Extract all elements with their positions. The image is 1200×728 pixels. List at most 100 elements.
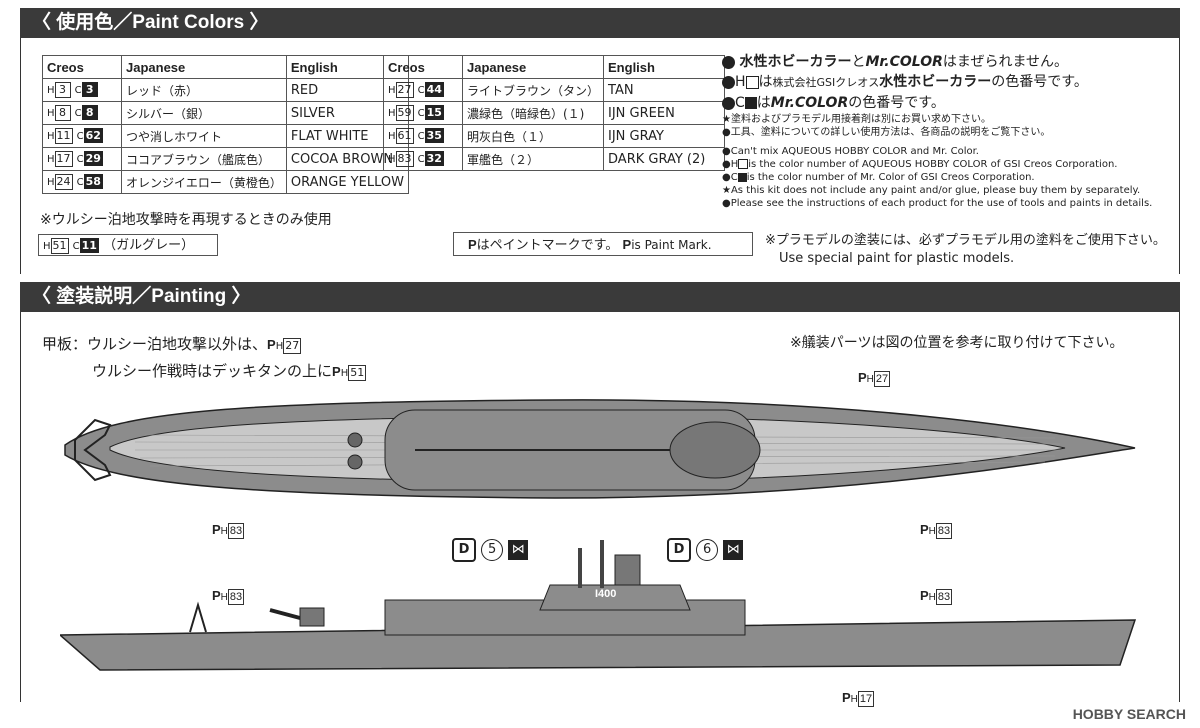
japanese-name: ライトブラウン（タン） [461, 78, 605, 102]
col-creos: Creos [383, 55, 463, 79]
english-name: IJN GREEN [603, 101, 726, 125]
english-name: TAN [603, 78, 726, 102]
periscope [600, 540, 604, 588]
submarine-side-view: I400 [60, 540, 1137, 671]
aa-gun-mount [347, 432, 363, 448]
col-japanese: Japanese [121, 55, 287, 79]
col-creos: Creos [42, 55, 122, 79]
watermark: HOBBY SEARCH [1072, 706, 1186, 722]
paint-mark-box: Pはペイントマークです。 Pis Paint Mark. [453, 232, 753, 256]
note-buy-separately-jp: ★塗料およびプラモデル用接着剤は別にお買い求め下さい。 [722, 114, 991, 125]
paint-mark-icon: P [332, 364, 341, 379]
snorkel [614, 554, 641, 586]
bullet-circle-icon [722, 75, 735, 89]
note-tools-en: ●Please see the instructions of each pro… [722, 198, 1153, 209]
english-name: IJN GRAY [603, 124, 726, 148]
filled-box-icon [737, 172, 747, 182]
bow-net-cutter [189, 601, 207, 633]
paint-colors-frame [20, 38, 1180, 274]
plastic-note: ※プラモデルの塗装には、必ずプラモデル用の塗料をご使用下さい。 Use spec… [765, 233, 1166, 266]
paint-mark-icon: P [468, 237, 477, 252]
japanese-name: つや消しホワイト [121, 124, 287, 148]
bow-net-cutter [74, 418, 112, 482]
english-name: DARK GRAY (2) [603, 147, 726, 171]
deck-gun [269, 608, 301, 620]
bridge-top [669, 421, 761, 479]
periscope [578, 548, 582, 588]
submarine-top-view [64, 399, 1136, 499]
col-english: English [603, 55, 726, 79]
painting-frame [20, 312, 1180, 702]
table-header-row: Creos Japanese English [42, 55, 409, 79]
paint-mark-icon: P [622, 237, 632, 252]
japanese-name: シルバー（銀） [121, 101, 287, 125]
decal-icon: D [452, 538, 476, 562]
bullet-circle-icon [722, 55, 735, 69]
deck-gun-base [299, 607, 325, 627]
note-tools-jp: ●工具、塗料についての詳しい使用方法は、各商品の説明をご覧下さい。 [722, 127, 1051, 138]
hull-side [60, 619, 1137, 671]
flag-icon: ⋈ [508, 540, 529, 560]
ulithi-note: ※ウルシー泊地攻撃時を再現するときのみ使用 [40, 212, 332, 228]
decal-icon: D [667, 538, 691, 562]
empty-box-icon [745, 75, 759, 89]
note-no-mix: 水性ホビーカラーとMr.COLORはまぜられません。 [722, 52, 1172, 72]
col-japanese: Japanese [461, 55, 605, 79]
japanese-name: 濃緑色（暗緑色）(１) [461, 101, 605, 125]
table-header-row: Creos Japanese English [383, 55, 726, 79]
paint-mark-icon: P [267, 337, 276, 352]
paint-colors-header: 〈 使用色／Paint Colors 〉 [20, 8, 1180, 38]
flag-icon: ⋈ [723, 540, 744, 560]
japanese-name: 軍艦色（２） [461, 147, 605, 171]
japanese-name: オレンジイエロー（黄橙色） [121, 170, 287, 194]
japanese-name: レッド（赤） [121, 78, 287, 102]
japanese-name: 明灰白色（１） [461, 124, 605, 148]
hull-number: I400 [595, 588, 616, 600]
decal-callout-5: D 5 ⋈ [452, 538, 529, 562]
decal-callout-6: D 6 ⋈ [667, 538, 744, 562]
painting-header: 〈 塗装説明／Painting 〉 [20, 282, 1180, 312]
filled-box-icon [744, 97, 757, 109]
japanese-name: ココアブラウン（艦底色） [121, 147, 287, 171]
fitting-note: ※艤装パーツは図の位置を参考に取り付けて下さい。 [790, 335, 1124, 351]
bullet-circle-icon [722, 96, 735, 110]
aa-gun-mount [347, 454, 363, 470]
empty-box-icon [738, 159, 749, 169]
note-no-mix-en: ●Can't mix AQUEOUS HOBBY COLOR and Mr. C… [722, 146, 979, 157]
note-buy-en: ★As this kit does not include any paint … [722, 185, 1141, 196]
english-name: ORANGE YELLOW [285, 170, 409, 194]
